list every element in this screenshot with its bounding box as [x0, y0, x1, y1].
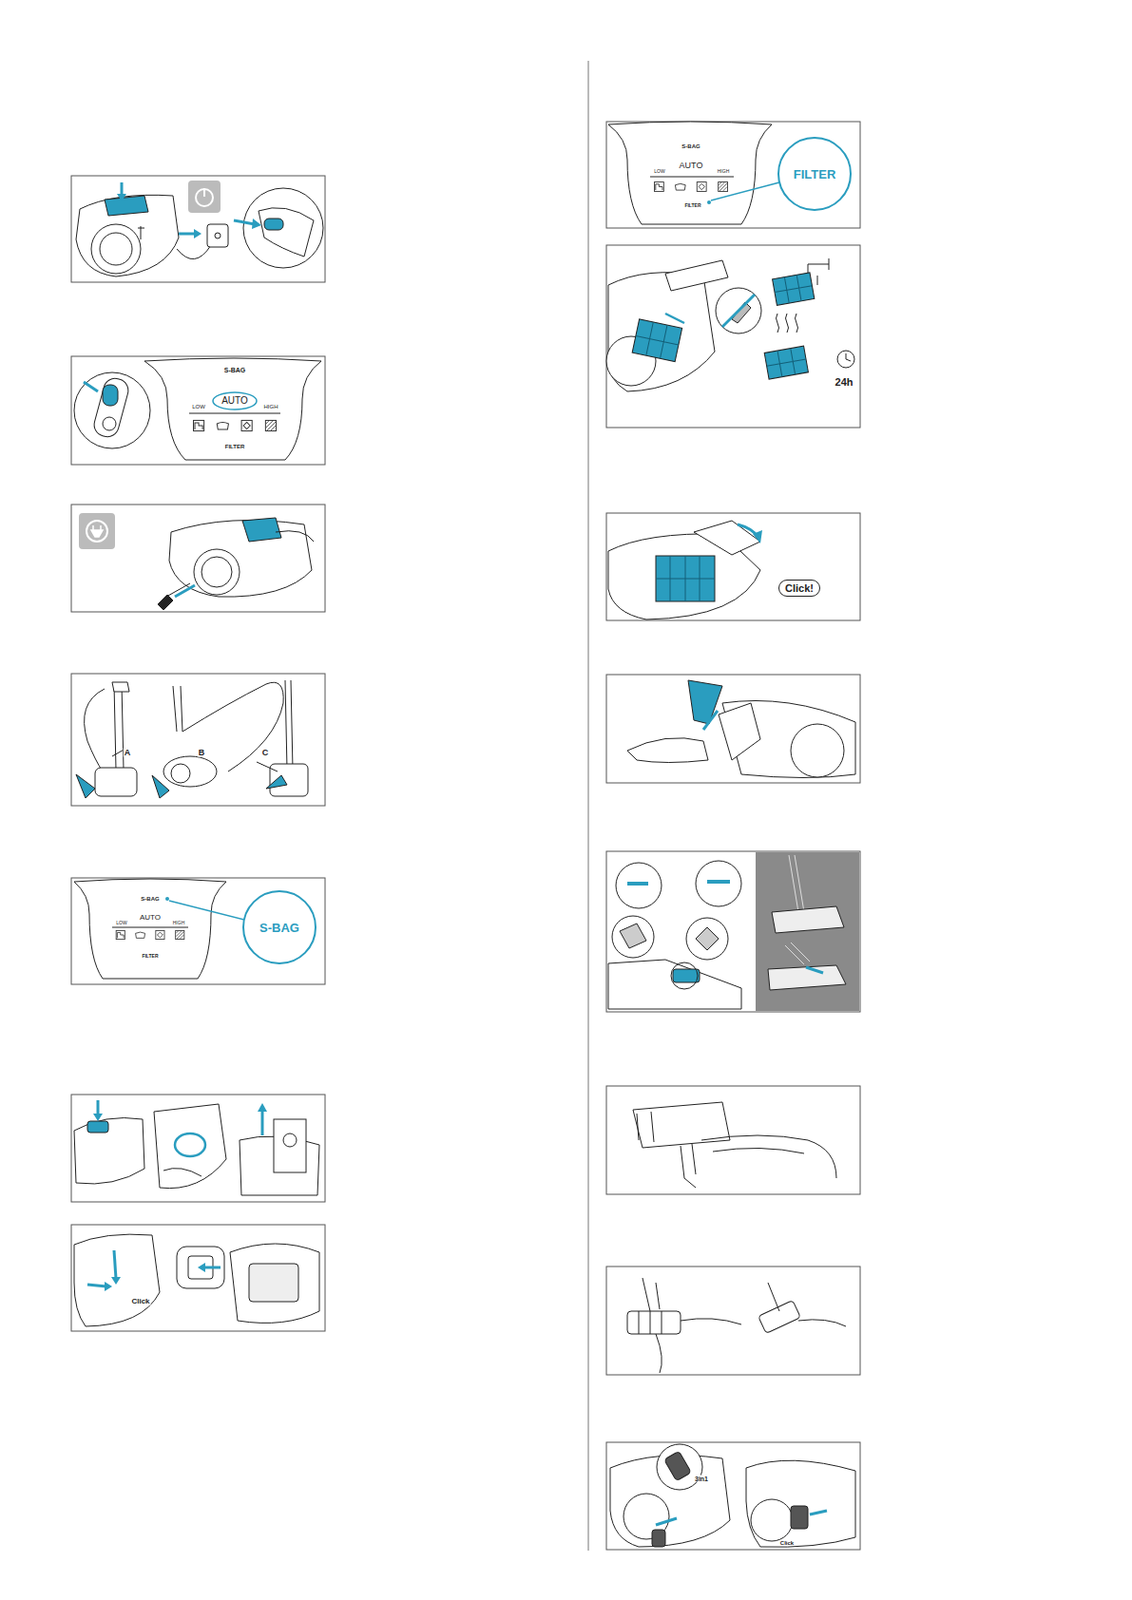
panel-label: S-BAG	[223, 366, 248, 374]
panel-label: LOW	[652, 169, 666, 174]
panel-label: S-BAG	[139, 896, 160, 902]
panel-label: LOW	[115, 920, 128, 926]
panel-label: HIGH	[172, 920, 187, 926]
panel-label: S-BAG	[680, 143, 701, 150]
panel-label: AUTO	[220, 396, 250, 406]
panel-label: AUTO	[678, 161, 705, 171]
panel-label: FILTER	[224, 443, 247, 450]
panel-label: FILTER	[140, 954, 159, 960]
panel-label: FILTER	[683, 203, 702, 209]
callout-text: S-BAG	[259, 921, 300, 935]
panel-label: A	[123, 748, 133, 758]
click-badge: Click!	[778, 579, 821, 597]
panel-label: HIGH	[716, 169, 731, 174]
callout-circle: FILTER	[777, 136, 852, 212]
callout-circle: S-BAG	[242, 890, 317, 965]
panel-label: C	[261, 748, 270, 758]
panel-label: Click	[130, 1298, 151, 1306]
panel-label: LOW	[191, 403, 207, 410]
callout-text: Click!	[785, 583, 814, 595]
panel-label: AUTO	[138, 914, 162, 922]
panel-label: 3in1	[693, 1476, 710, 1483]
panel-label: B	[197, 748, 207, 758]
callout-text: FILTER	[793, 168, 837, 181]
panel-label: HIGH	[263, 403, 280, 410]
panel-label: Click	[779, 1540, 795, 1547]
panel-label: 24h	[834, 377, 855, 388]
